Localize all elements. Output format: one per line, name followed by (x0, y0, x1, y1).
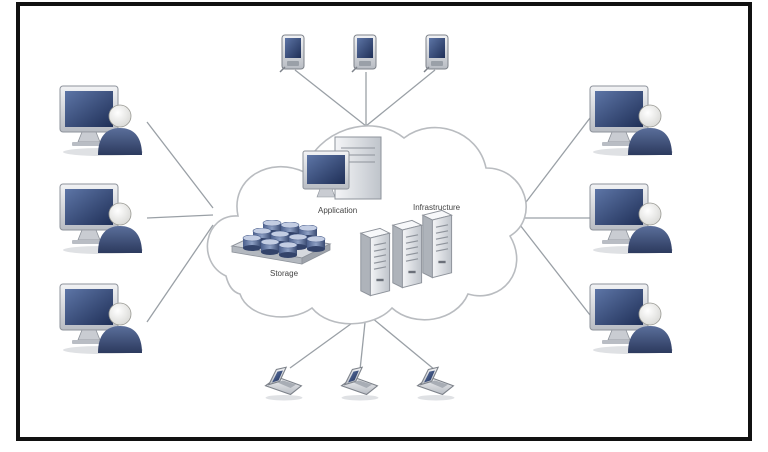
pda-devices-top (279, 34, 449, 73)
link-bottom-right (365, 312, 436, 371)
server-icon (422, 209, 453, 279)
link-left-middle (146, 214, 214, 219)
desktop-user-icon (59, 183, 144, 255)
storage-drum-icon (306, 236, 326, 252)
desktop-user-icon (589, 283, 674, 355)
phones-bottom (264, 366, 456, 401)
server-icon (392, 219, 423, 289)
server-icon (360, 227, 391, 297)
desktop-user-icon (589, 183, 674, 255)
desktop-user-icon (589, 85, 674, 157)
link-left-bottom (146, 224, 214, 323)
pda-icon (279, 34, 305, 73)
mobile-phone-icon (264, 366, 304, 401)
connection-lines (146, 69, 591, 371)
link-left-top (146, 121, 214, 209)
application-label: Application (318, 206, 357, 215)
pda-icon (423, 34, 449, 73)
storage-drum-icon (242, 235, 262, 251)
diagram-frame (16, 2, 752, 441)
application-node (302, 136, 382, 200)
application-monitor-icon (302, 150, 350, 198)
link-top-right (365, 69, 436, 127)
infrastructure-label: Infrastructure (413, 203, 461, 212)
desktop-users-right (589, 85, 674, 355)
mobile-phone-icon (416, 366, 456, 401)
desktop-users-left (59, 85, 144, 355)
link-top-left (294, 69, 367, 127)
storage-drum-icon (260, 239, 280, 255)
link-right-top (519, 117, 591, 211)
storage-drum-icon (278, 242, 298, 258)
link-right-bottom (519, 224, 591, 316)
storage-label: Storage (270, 269, 299, 278)
desktop-user-icon (59, 85, 144, 157)
mobile-phone-icon (340, 366, 380, 401)
desktop-user-icon (59, 283, 144, 355)
storage-node (230, 220, 332, 265)
pda-icon (351, 34, 377, 73)
